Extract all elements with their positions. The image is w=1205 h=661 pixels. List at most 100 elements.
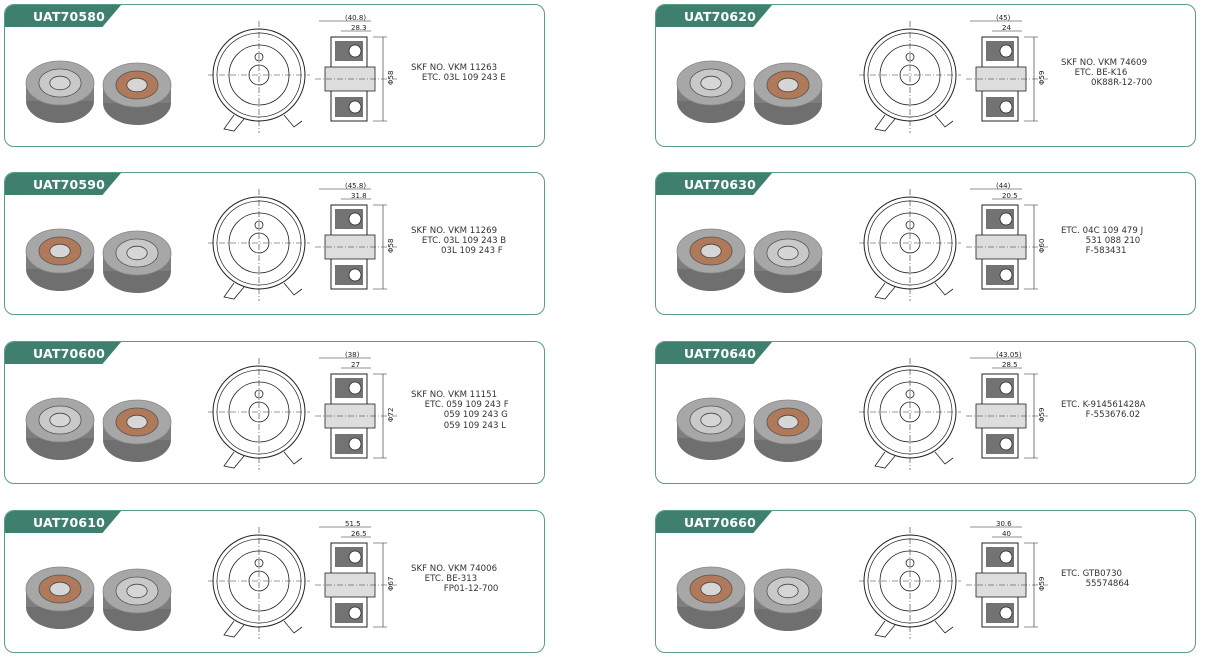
tensioner-photo (15, 45, 185, 140)
svg-text:30.6: 30.6 (996, 520, 1012, 528)
front-view-drawing (204, 523, 314, 648)
section-view-drawing: (45.8) 31.8 Φ58 (311, 179, 401, 314)
reference-line: 55574864 (1061, 579, 1130, 590)
front-view-drawing (204, 185, 314, 310)
tensioner-photo (15, 382, 185, 477)
section-view-drawing: (43.05) 28.5 Φ59 (962, 348, 1052, 483)
svg-text:26.5: 26.5 (351, 530, 367, 538)
product-code-tag: UAT70590 (5, 173, 121, 195)
product-code: UAT70600 (33, 346, 106, 361)
section-view-drawing: (38) 27 Φ72 (311, 348, 401, 483)
tensioner-photo (666, 382, 836, 477)
svg-text:(45.8): (45.8) (345, 182, 366, 190)
product-code: UAT70580 (33, 9, 106, 24)
svg-text:Φ59: Φ59 (1038, 71, 1046, 85)
product-card: UAT70660 30.6 40 Φ59 ETC. GTB0730 (655, 510, 1196, 653)
product-code-tag: UAT70660 (656, 511, 772, 533)
svg-text:(44): (44) (996, 182, 1011, 190)
svg-text:31.8: 31.8 (351, 192, 367, 200)
svg-text:Φ67: Φ67 (387, 577, 395, 591)
reference-line: SKF NO. VKM 11263 (411, 63, 498, 73)
product-code-tag: UAT70580 (5, 5, 121, 27)
tensioner-photo (666, 45, 836, 140)
section-view-drawing: 30.6 40 Φ59 (962, 517, 1052, 652)
section-view-drawing: (44) 20.5 Φ60 (962, 179, 1052, 314)
reference-numbers: ETC. K-914561428A F-553676.02 (1061, 400, 1146, 420)
reference-line: ETC. 059 109 243 F (411, 400, 509, 411)
svg-text:Φ60: Φ60 (1038, 239, 1046, 253)
reference-line: SKF NO. VKM 74609 (1061, 58, 1148, 68)
section-view-drawing: (45) 24 Φ59 (962, 11, 1052, 146)
reference-line: ETC. 03L 109 243 E (411, 73, 506, 84)
reference-line: ETC. BE-313 (411, 574, 478, 585)
section-view-drawing: 51.5 26.5 Φ67 (311, 517, 401, 652)
tensioner-photo (15, 213, 185, 308)
reference-line: ETC. BE-K16 (1061, 68, 1128, 79)
front-view-drawing (204, 354, 314, 479)
tensioner-photo (666, 551, 836, 646)
front-view-drawing (855, 17, 965, 142)
reference-line: FP01-12-700 (411, 584, 499, 595)
reference-line: ETC. 04C 109 479 J (1061, 226, 1144, 236)
product-card: UAT70600 (38) 27 Φ72 SKF NO. VKM 1 (4, 341, 545, 484)
reference-line: 03L 109 243 F (411, 246, 503, 257)
svg-text:24: 24 (1002, 24, 1011, 32)
svg-text:(45): (45) (996, 14, 1011, 22)
product-code: UAT70640 (684, 346, 757, 361)
reference-line: ETC. K-914561428A (1061, 400, 1146, 410)
product-code: UAT70610 (33, 515, 106, 530)
product-code: UAT70660 (684, 515, 757, 530)
reference-numbers: ETC. GTB0730 55574864 (1061, 569, 1129, 589)
section-view-drawing: (40.8) 28.3 Φ58 (311, 11, 401, 146)
reference-line: 059 109 243 L (411, 420, 506, 431)
svg-text:28.5: 28.5 (1002, 361, 1018, 369)
reference-numbers: SKF NO. VKM 11263 ETC. 03L 109 243 E (411, 63, 506, 83)
svg-text:(40.8): (40.8) (345, 14, 366, 22)
reference-line: ETC. GTB0730 (1061, 569, 1123, 579)
product-card: UAT70640 (43.05) 28.5 Φ59 ETC. K-9 (655, 341, 1196, 484)
reference-line: ETC. 03L 109 243 B (411, 236, 507, 247)
svg-text:20.5: 20.5 (1002, 192, 1018, 200)
product-card: UAT70610 51.5 26.5 Φ67 SKF NO. VKM (4, 510, 545, 653)
reference-numbers: ETC. 04C 109 479 J 531 088 210 F-583431 (1061, 226, 1143, 257)
product-card: UAT70620 (45) 24 Φ59 SKF NO. VKM 7 (655, 4, 1196, 147)
svg-text:Φ58: Φ58 (387, 71, 395, 85)
svg-text:Φ72: Φ72 (387, 408, 395, 422)
front-view-drawing (855, 523, 965, 648)
svg-text:(38): (38) (345, 351, 360, 359)
reference-line: SKF NO. VKM 11269 (411, 226, 498, 236)
product-card: UAT70580 (40.8) 28.3 Φ58 SKF NO. V (4, 4, 545, 147)
reference-numbers: SKF NO. VKM 11269 ETC. 03L 109 243 B 03L… (411, 226, 506, 257)
reference-numbers: SKF NO. VKM 74006 ETC. BE-313 FP01-12-70… (411, 564, 498, 595)
svg-text:Φ59: Φ59 (1038, 577, 1046, 591)
reference-line: 531 088 210 (1061, 236, 1141, 247)
product-code-tag: UAT70610 (5, 511, 121, 533)
tensioner-photo (666, 213, 836, 308)
reference-line: SKF NO. VKM 74006 (411, 564, 498, 574)
svg-text:51.5: 51.5 (345, 520, 361, 528)
front-view-drawing (855, 185, 965, 310)
svg-text:Φ59: Φ59 (1038, 408, 1046, 422)
reference-line: SKF NO. VKM 11151 (411, 390, 498, 400)
product-code: UAT70620 (684, 9, 757, 24)
reference-numbers: SKF NO. VKM 74609 ETC. BE-K16 0K88R-12-7… (1061, 58, 1152, 89)
reference-line: 0K88R-12-700 (1061, 78, 1153, 89)
front-view-drawing (855, 354, 965, 479)
svg-text:27: 27 (351, 361, 360, 369)
reference-line: F-583431 (1061, 246, 1127, 257)
front-view-drawing (204, 17, 314, 142)
product-code-tag: UAT70620 (656, 5, 772, 27)
reference-line: 059 109 243 G (411, 410, 508, 421)
product-code-tag: UAT70640 (656, 342, 772, 364)
product-card: UAT70590 (45.8) 31.8 Φ58 SKF NO. V (4, 172, 545, 315)
reference-numbers: SKF NO. VKM 11151 ETC. 059 109 243 F 059… (411, 390, 509, 431)
reference-line: F-553676.02 (1061, 410, 1141, 421)
svg-text:40: 40 (1002, 530, 1011, 538)
svg-text:Φ58: Φ58 (387, 239, 395, 253)
product-code: UAT70590 (33, 177, 106, 192)
tensioner-photo (15, 551, 185, 646)
product-code-tag: UAT70630 (656, 173, 772, 195)
svg-text:(43.05): (43.05) (996, 351, 1022, 359)
svg-text:28.3: 28.3 (351, 24, 367, 32)
product-card: UAT70630 (44) 20.5 Φ60 ETC. 04C 10 (655, 172, 1196, 315)
